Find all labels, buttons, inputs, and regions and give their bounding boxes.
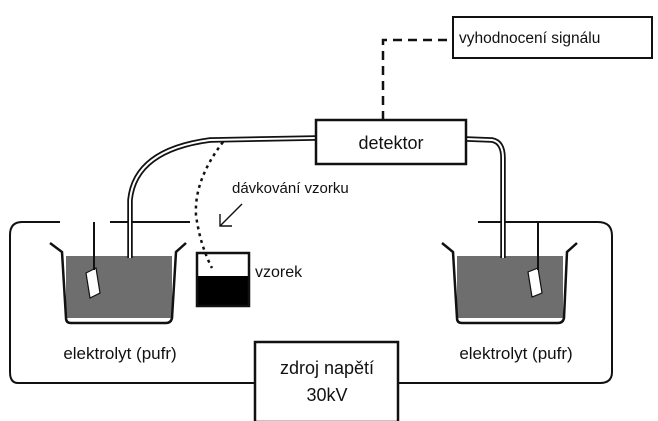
voltage-label: 30kV bbox=[306, 385, 347, 405]
circuit-wire bbox=[9, 221, 613, 384]
sample-injection-label: dávkování vzorku bbox=[232, 180, 349, 197]
right-beaker-wall bbox=[441, 242, 578, 325]
signal-evaluation-label: vyhodnocení signálu bbox=[459, 30, 600, 47]
signal-evaluation-box bbox=[452, 16, 653, 59]
right-electrolyte bbox=[457, 256, 563, 318]
power-source-box bbox=[253, 340, 400, 421]
left-electrolyte bbox=[66, 256, 172, 318]
detector-box bbox=[314, 118, 468, 166]
left-beaker bbox=[49, 222, 187, 325]
right-electrode bbox=[527, 267, 543, 298]
left-electrode bbox=[85, 267, 101, 299]
electrolyte-left-label: elektrolyt (pufr) bbox=[63, 344, 176, 363]
sample-vial-outline bbox=[195, 251, 251, 308]
left-beaker-wall bbox=[49, 242, 187, 325]
electrolyte-right-label: elektrolyt (pufr) bbox=[459, 344, 572, 363]
sample-liquid bbox=[197, 276, 249, 306]
injection-arrow bbox=[219, 203, 243, 227]
sample-vial bbox=[195, 251, 251, 308]
capillary-right bbox=[465, 136, 506, 258]
right-beaker bbox=[441, 222, 578, 325]
injection-path bbox=[194, 141, 224, 269]
detector-label: detektor bbox=[358, 133, 423, 153]
power-source-label: zdroj napětí bbox=[280, 358, 374, 378]
signal-line bbox=[381, 38, 452, 120]
sample-label: vzorek bbox=[255, 264, 303, 281]
